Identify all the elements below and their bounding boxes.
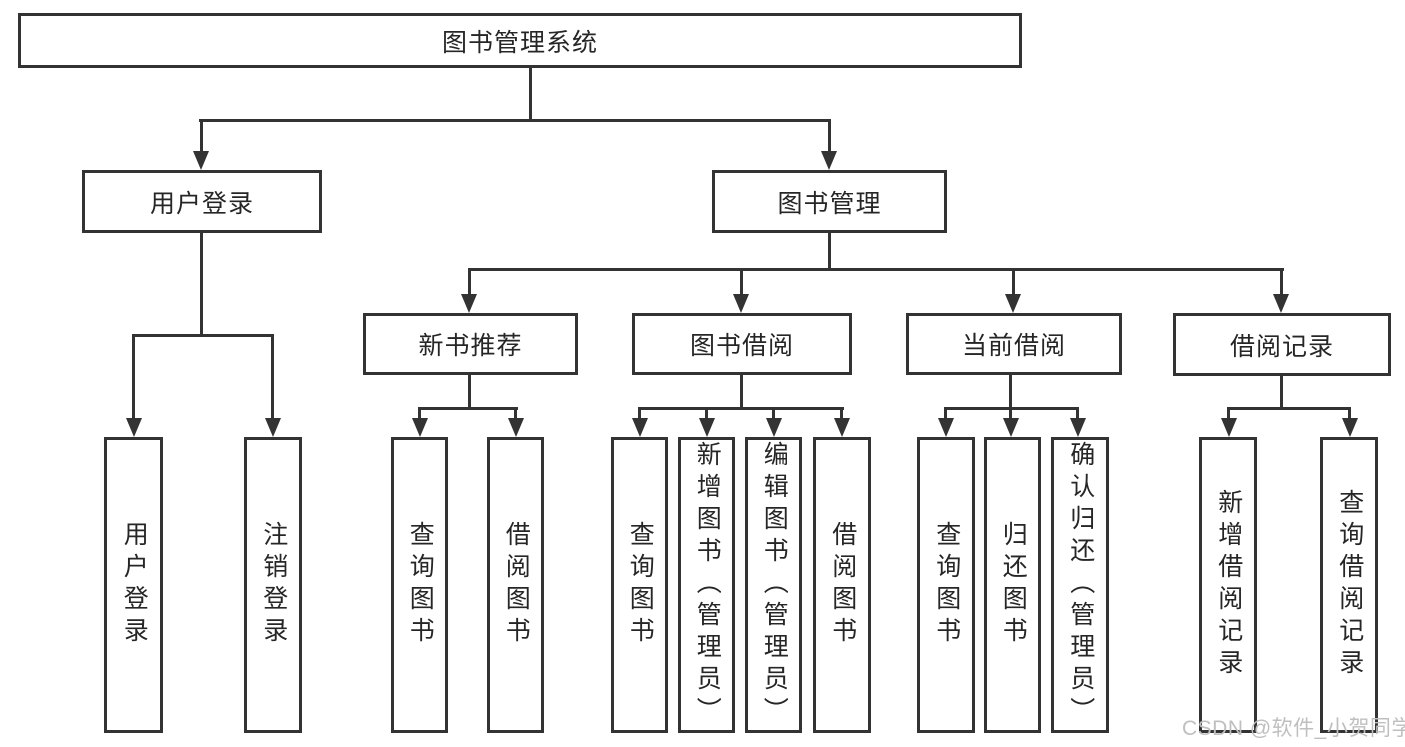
group-node-book-borrow: 图书借阅 xyxy=(632,313,852,375)
leaf-node-label: 新增图书（管理员） xyxy=(693,441,722,729)
group-node-label: 新书推荐 xyxy=(418,332,523,360)
connector-line xyxy=(200,119,203,154)
leaf-node-label: 编辑图书（管理员） xyxy=(760,441,789,729)
leaf-node-label: 查询图书 xyxy=(406,521,435,649)
connector-line xyxy=(418,407,518,410)
arrow-down-icon xyxy=(733,294,749,313)
arrow-down-icon xyxy=(193,151,209,170)
connector-line xyxy=(514,407,517,421)
connector-line xyxy=(468,268,1284,271)
leaf-node-borrow-books-recommend: 借阅图书 xyxy=(487,437,544,733)
connector-line xyxy=(1227,407,1351,410)
arrow-down-icon xyxy=(1005,294,1021,313)
root-node-label: 图书管理系统 xyxy=(441,28,598,57)
group-node-borrow-records: 借阅记录 xyxy=(1173,313,1391,376)
arrow-down-icon xyxy=(412,418,428,437)
connector-line xyxy=(1227,407,1230,421)
arrow-down-icon xyxy=(834,418,850,437)
arrow-down-icon xyxy=(265,418,281,437)
root-node-library-system: 图书管理系统 xyxy=(18,13,1022,68)
group-node-current-borrow: 当前借阅 xyxy=(906,313,1122,375)
connector-line xyxy=(772,407,775,421)
connector-line xyxy=(740,373,743,409)
leaf-node-logout: 注销登录 xyxy=(244,437,302,733)
leaf-node-add-books-admin: 新增图书（管理员） xyxy=(678,437,735,733)
connector-line xyxy=(638,407,844,410)
leaf-node-query-borrow-record: 查询借阅记录 xyxy=(1320,437,1378,733)
connector-line xyxy=(1348,407,1351,421)
connector-line xyxy=(1280,268,1283,298)
arrow-down-icon xyxy=(699,418,715,437)
leaf-node-query-books-current: 查询图书 xyxy=(917,437,975,733)
branch-node-label: 用户登录 xyxy=(149,189,254,218)
leaf-node-edit-books-admin: 编辑图书（管理员） xyxy=(745,437,802,733)
connector-line xyxy=(529,68,532,121)
arrow-down-icon xyxy=(1273,294,1289,313)
group-node-label: 图书借阅 xyxy=(689,332,794,360)
leaf-node-label: 注销登录 xyxy=(259,521,288,649)
branch-node-label: 图书管理 xyxy=(777,189,882,218)
leaf-node-add-borrow-record: 新增借阅记录 xyxy=(1199,437,1257,733)
group-node-label: 当前借阅 xyxy=(961,332,1066,360)
connector-line xyxy=(418,407,421,421)
arrow-down-icon xyxy=(508,418,524,437)
connector-line xyxy=(1009,373,1012,409)
leaf-node-label: 借阅图书 xyxy=(502,521,531,649)
connector-line xyxy=(199,119,831,122)
leaf-node-label: 借阅图书 xyxy=(828,521,857,649)
leaf-node-user-login: 用户登录 xyxy=(104,437,163,733)
arrow-down-icon xyxy=(461,294,477,313)
connector-line xyxy=(200,231,203,336)
connector-line xyxy=(1009,407,1012,421)
leaf-node-label: 查询图书 xyxy=(932,521,961,649)
connector-line xyxy=(944,407,947,421)
arrow-down-icon xyxy=(632,418,648,437)
leaf-node-label: 确认归还（管理员） xyxy=(1066,441,1095,729)
arrow-down-icon xyxy=(1221,418,1237,437)
leaf-node-return-books: 归还图书 xyxy=(984,437,1041,733)
arrow-down-icon xyxy=(126,418,142,437)
arrow-down-icon xyxy=(1342,418,1358,437)
arrow-down-icon xyxy=(1003,418,1019,437)
leaf-node-confirm-return-admin: 确认归还（管理员） xyxy=(1051,437,1109,733)
connector-line xyxy=(828,119,831,154)
watermark-text: CSDN @软件_小贺同学 xyxy=(1182,717,1405,740)
connector-line xyxy=(638,407,641,421)
arrow-down-icon xyxy=(938,418,954,437)
arrow-down-icon xyxy=(1070,418,1086,437)
connector-line xyxy=(132,334,135,422)
leaf-node-label: 用户登录 xyxy=(120,521,149,649)
leaf-node-query-books-recommend: 查询图书 xyxy=(391,437,448,733)
branch-node-book-management: 图书管理 xyxy=(712,170,947,233)
connector-line xyxy=(828,231,831,270)
arrow-down-icon xyxy=(766,418,782,437)
connector-line xyxy=(468,268,471,298)
connector-line xyxy=(1280,375,1283,409)
connector-line xyxy=(705,407,708,421)
leaf-node-label: 查询图书 xyxy=(626,521,655,649)
group-node-label: 借阅记录 xyxy=(1229,332,1334,361)
connector-line xyxy=(271,334,274,422)
leaf-node-label: 归还图书 xyxy=(999,521,1028,649)
connector-line xyxy=(1076,407,1079,421)
leaf-node-label: 新增借阅记录 xyxy=(1214,489,1243,681)
connector-line xyxy=(468,373,471,409)
leaf-node-borrow-books: 借阅图书 xyxy=(813,437,871,733)
group-node-new-book-recommend: 新书推荐 xyxy=(363,313,578,375)
connector-line xyxy=(1012,268,1015,298)
connector-line xyxy=(132,334,274,337)
connector-line xyxy=(740,268,743,298)
leaf-node-label: 查询借阅记录 xyxy=(1335,489,1364,681)
arrow-down-icon xyxy=(821,151,837,170)
connector-line xyxy=(840,407,843,421)
branch-node-user-login: 用户登录 xyxy=(82,170,322,233)
leaf-node-query-books-borrow: 查询图书 xyxy=(611,437,668,733)
